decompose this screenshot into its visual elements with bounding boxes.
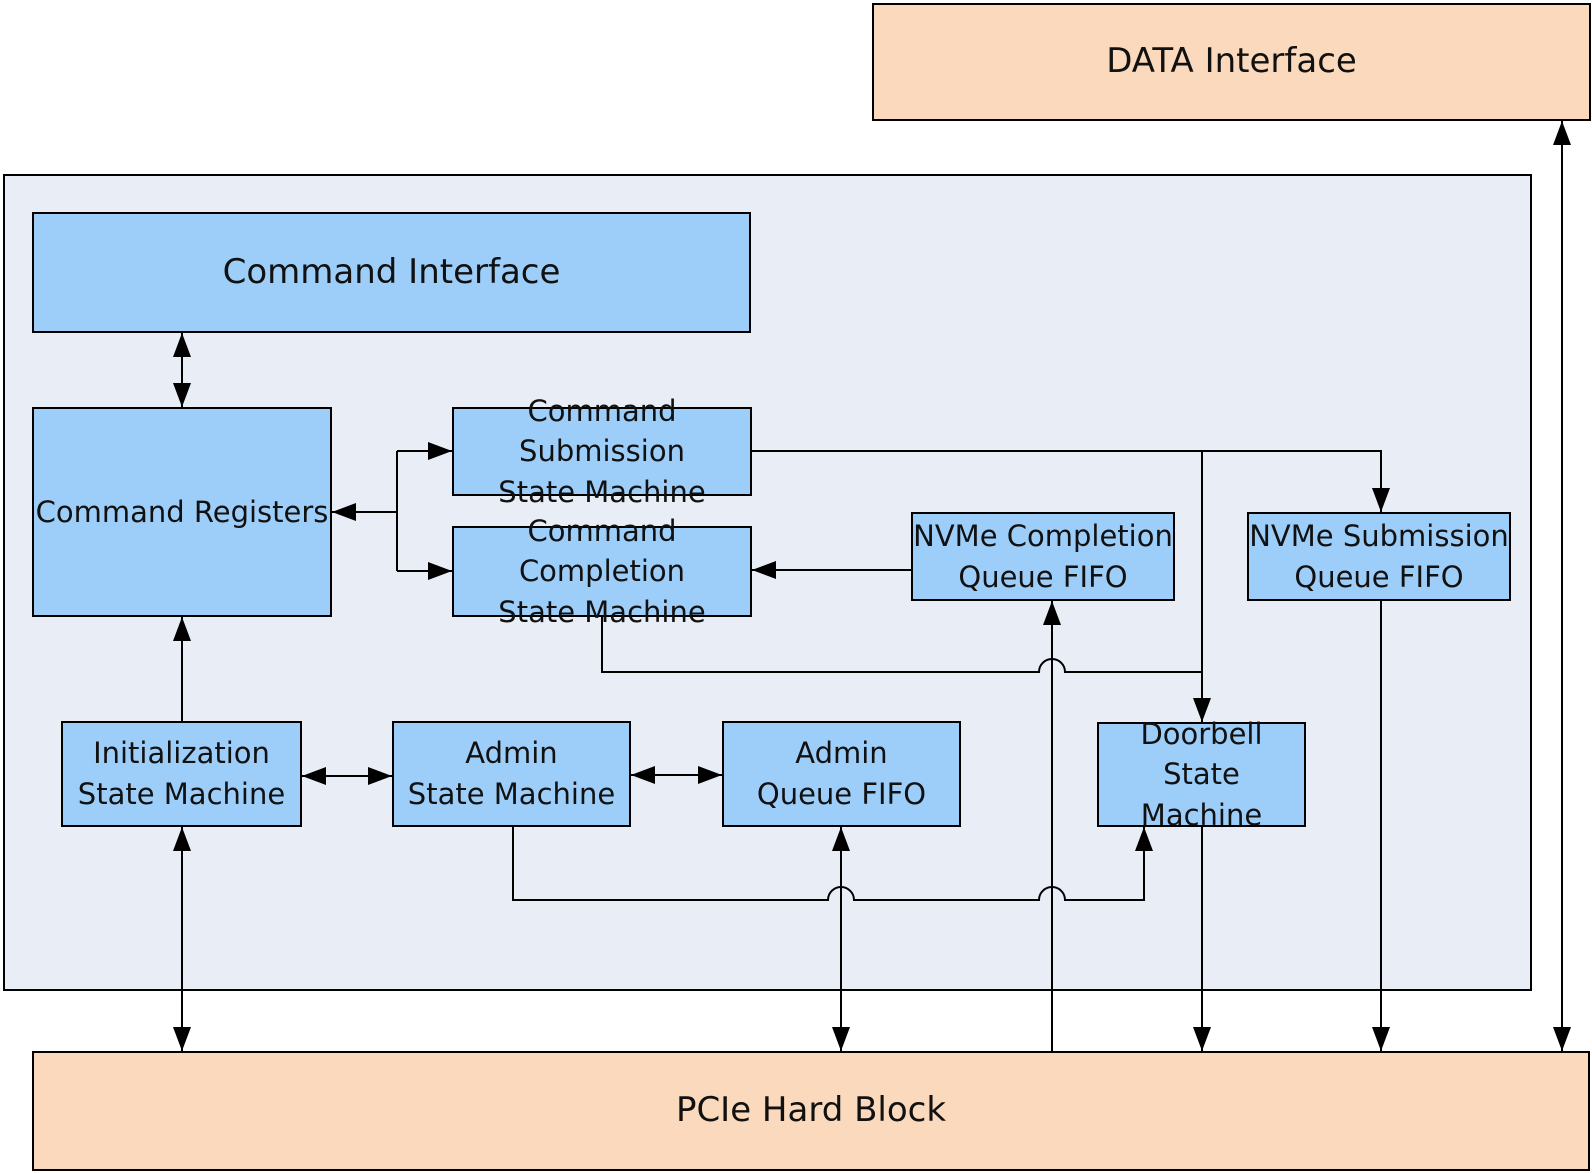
command-interface-box: Command Interface bbox=[32, 212, 751, 333]
wire-admin-doorbell bbox=[512, 827, 1153, 901]
wire-initialization-pcie bbox=[173, 827, 191, 1051]
wire-initialization-admin bbox=[302, 767, 392, 785]
wire-initialization-command-registers bbox=[173, 617, 191, 721]
pcie-hard-block-label: PCIe Hard Block bbox=[675, 1090, 947, 1131]
wire-data-interface-pcie bbox=[1553, 121, 1571, 1051]
wire-pcie-nvme-completion bbox=[1043, 601, 1061, 1051]
wire-doorbell-pcie bbox=[1193, 827, 1211, 1051]
initialization-state-machine-label: Initialization State Machine bbox=[77, 736, 286, 811]
wire-command-submission-nvme-submission bbox=[752, 450, 1390, 512]
wire-nvme-submission-pcie bbox=[1372, 601, 1390, 1051]
nvme-completion-queue-fifo-label: NVMe Completion Queue FIFO bbox=[913, 518, 1173, 594]
admin-state-machine-label: Admin State Machine bbox=[407, 736, 616, 811]
admin-queue-fifo-label: Admin Queue FIFO bbox=[756, 736, 927, 811]
admin-state-machine-box: Admin State Machine bbox=[392, 721, 631, 827]
data-interface-box: DATA Interface bbox=[872, 3, 1591, 121]
command-completion-state-machine-box: Command Completion State Machine bbox=[452, 514, 752, 629]
command-registers-box: Command Registers bbox=[32, 407, 332, 617]
wire-command-registers-junction bbox=[332, 442, 452, 580]
wire-adminqueue-pcie bbox=[832, 827, 850, 1051]
nvme-completion-queue-fifo-box: NVMe Completion Queue FIFO bbox=[911, 512, 1175, 601]
command-completion-state-machine-label: Command Completion State Machine bbox=[498, 513, 706, 629]
data-interface-label: DATA Interface bbox=[1106, 41, 1357, 82]
initialization-state-machine-box: Initialization State Machine bbox=[61, 721, 302, 827]
command-registers-label: Command Registers bbox=[35, 494, 329, 529]
wire-admin-adminqueue bbox=[631, 766, 722, 784]
pcie-hard-block-box: PCIe Hard Block bbox=[32, 1051, 1590, 1171]
doorbell-state-machine-label: Doorbell State Machine bbox=[1140, 716, 1263, 832]
nvme-submission-queue-fifo-box: NVMe Submission Queue FIFO bbox=[1247, 512, 1511, 601]
admin-queue-fifo-box: Admin Queue FIFO bbox=[722, 721, 961, 827]
command-submission-state-machine-label: Command Submission State Machine bbox=[498, 393, 706, 509]
wire-command-completion-doorbell bbox=[601, 617, 1202, 673]
doorbell-state-machine-box: Doorbell State Machine bbox=[1097, 717, 1306, 832]
command-interface-label: Command Interface bbox=[222, 251, 561, 292]
nvme-submission-queue-fifo-label: NVMe Submission Queue FIFO bbox=[1249, 518, 1509, 594]
wire-command-interface-command-registers bbox=[173, 333, 191, 407]
command-submission-state-machine-box: Command Submission State Machine bbox=[452, 394, 752, 509]
wire-branch-doorbell-top bbox=[1193, 451, 1211, 722]
wire-nvme-completion-command-completion bbox=[752, 561, 911, 579]
